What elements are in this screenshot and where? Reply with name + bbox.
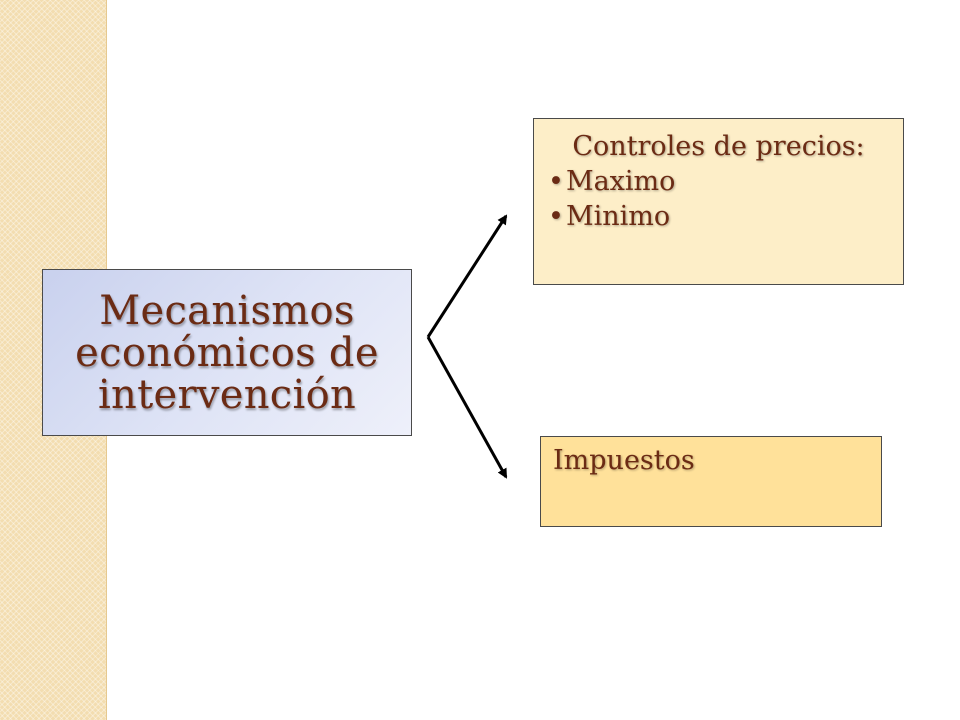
arrow-to-controles (426, 214, 508, 338)
price-controls-list: Maximo Minimo (548, 164, 889, 234)
list-item-minimo: Minimo (548, 199, 889, 234)
main-concept-title: Mecanismos económicos de intervención (75, 287, 379, 418)
impuestos-title: Impuestos (553, 445, 695, 476)
arrow-to-impuestos (426, 336, 508, 479)
impuestos-box: Impuestos (540, 436, 882, 527)
controles-de-precios-box: Controles de precios: Maximo Minimo (533, 118, 904, 285)
main-concept-box: Mecanismos económicos de intervención (42, 269, 412, 436)
controles-de-precios-title: Controles de precios: (572, 131, 865, 162)
list-item-maximo: Maximo (548, 164, 889, 199)
